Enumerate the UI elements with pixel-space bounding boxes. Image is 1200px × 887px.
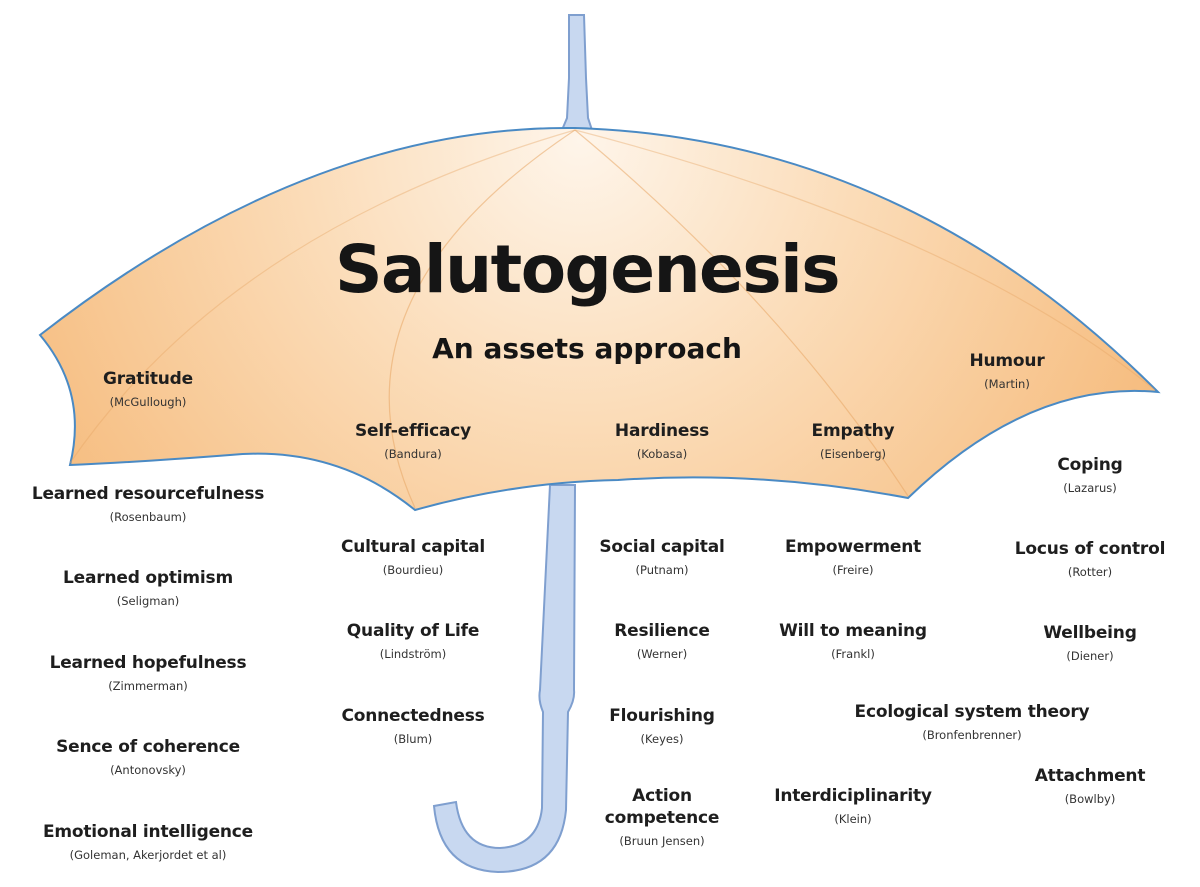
- concept-author: (Diener): [1066, 649, 1114, 663]
- diagram-title: Salutogenesis: [334, 231, 841, 308]
- concept-self-efficacy: Self-efficacy (Bandura): [355, 420, 471, 462]
- concept-author: (Putnam): [635, 563, 689, 577]
- canopy-rib: [69, 129, 576, 464]
- concept-connectedness: Connectedness (Blum): [341, 705, 484, 747]
- concept-humour: Humour (Martin): [969, 350, 1044, 392]
- concept-author: (Freire): [832, 563, 874, 577]
- concept-empathy: Empathy (Eisenberg): [812, 420, 895, 462]
- concept-author: (Seligman): [116, 594, 180, 608]
- concept-flourishing: Flourishing (Keyes): [609, 705, 715, 747]
- concept-author: (Bandura): [384, 447, 442, 461]
- concept-name: Humour: [969, 351, 1045, 371]
- concept-name: Learned hopefulness: [49, 653, 247, 673]
- canopy-rib: [574, 129, 909, 497]
- concept-will-to-meaning: Will to meaning (Frankl): [779, 620, 927, 662]
- concept-author: (Bourdieu): [382, 563, 444, 577]
- concept-locus-of-control: Locus of control (Rotter): [1014, 538, 1166, 580]
- concept-author: (Kobasa): [636, 447, 688, 461]
- concept-coping: Coping (Lazarus): [1057, 454, 1122, 496]
- concept-name: Gratitude: [103, 369, 193, 389]
- concept-author: (Werner): [636, 647, 688, 661]
- concept-author: (Lazarus): [1063, 481, 1117, 495]
- concept-name: Self-efficacy: [354, 421, 472, 441]
- canopy-rib: [388, 129, 576, 509]
- concept-name: Attachment: [1034, 766, 1146, 786]
- concept-interdiciplinarity: Interdiciplinarity (Klein): [774, 785, 932, 827]
- concept-author: (Zimmerman): [108, 679, 188, 693]
- concept-learned-hopefulness: Learned hopefulness (Zimmerman): [50, 652, 247, 694]
- concept-name: Social capital: [599, 537, 725, 557]
- concept-sence-of-coherence: Sence of coherence (Antonovsky): [56, 736, 240, 778]
- concept-action-competence: Action competence (Bruun Jensen): [597, 785, 727, 849]
- concept-author: (Frankl): [831, 647, 875, 661]
- concept-name: Coping: [1057, 455, 1123, 475]
- concept-author: (Antonovsky): [110, 763, 186, 777]
- umbrella-shaft: [432, 484, 577, 874]
- canopy-rib: [574, 129, 1156, 391]
- concept-name: Action competence: [604, 786, 720, 828]
- concept-author: (Keyes): [640, 732, 684, 746]
- concept-name: Locus of control: [1014, 539, 1166, 559]
- concept-ecological-system-theory: Ecological system theory (Bronfenbrenner…: [855, 701, 1090, 743]
- umbrella-tip: [560, 14, 594, 131]
- concept-author: (Bowlby): [1064, 792, 1116, 806]
- concept-author: (Blum): [393, 732, 433, 746]
- concept-learned-optimism: Learned optimism (Seligman): [63, 567, 233, 609]
- concept-name: Ecological system theory: [854, 702, 1090, 722]
- concept-attachment: Attachment (Bowlby): [1035, 765, 1146, 807]
- concept-empowerment: Empowerment (Freire): [785, 536, 921, 578]
- concept-name: Flourishing: [609, 706, 715, 726]
- concept-learned-resourcefulness: Learned resourcefulness (Rosenbaum): [31, 483, 265, 525]
- concept-author: (Bruun Jensen): [619, 834, 705, 848]
- concept-name: Learned optimism: [63, 568, 233, 588]
- concept-name: Hardiness: [614, 421, 710, 441]
- concept-name: Empowerment: [784, 537, 922, 557]
- concept-author: (Klein): [834, 812, 872, 826]
- concept-author: (Bronfenbrenner): [922, 728, 1022, 742]
- concept-wellbeing: Wellbeing (Diener): [1043, 622, 1137, 664]
- concept-name: Quality of Life: [346, 621, 480, 641]
- concept-name: Cultural capital: [340, 537, 486, 557]
- concept-resilience: Resilience (Werner): [614, 620, 710, 662]
- concept-name: Wellbeing: [1043, 623, 1137, 643]
- umbrella-canopy: [38, 126, 1161, 512]
- concept-hardiness: Hardiness (Kobasa): [615, 420, 709, 462]
- concept-author: (Rotter): [1067, 565, 1113, 579]
- concept-name: Learned resourcefulness: [31, 484, 265, 504]
- concept-quality-of-life: Quality of Life (Lindström): [346, 620, 480, 662]
- concept-author: (Goleman, Akerjordet et al): [69, 848, 227, 862]
- concept-name: Resilience: [614, 621, 710, 641]
- concept-author: (Martin): [984, 377, 1030, 391]
- concept-name: Connectedness: [341, 706, 485, 726]
- concept-author: (McGullough): [109, 395, 187, 409]
- concept-emotional-intelligence: Emotional intelligence (Goleman, Akerjor…: [43, 821, 253, 863]
- concept-cultural-capital: Cultural capital (Bourdieu): [341, 536, 485, 578]
- concept-author: (Lindström): [379, 647, 447, 661]
- concept-social-capital: Social capital (Putnam): [599, 536, 724, 578]
- concept-gratitude: Gratitude (McGullough): [103, 368, 193, 410]
- concept-author: (Rosenbaum): [109, 510, 187, 524]
- concept-name: Empathy: [811, 421, 895, 441]
- concept-name: Sence of coherence: [56, 737, 240, 757]
- concept-author: (Eisenberg): [819, 447, 886, 461]
- concept-name: Emotional intelligence: [42, 822, 254, 842]
- concept-name: Interdiciplinarity: [774, 786, 932, 806]
- diagram-subtitle: An assets approach: [432, 332, 742, 365]
- concept-name: Will to meaning: [779, 621, 927, 641]
